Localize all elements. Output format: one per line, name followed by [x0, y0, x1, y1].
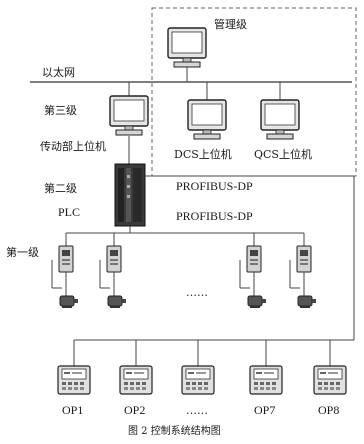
motor-icon	[59, 295, 79, 309]
drive-host-computer-icon	[109, 95, 149, 136]
op-label: OP2	[124, 403, 145, 417]
qcs-host-computer-icon	[260, 99, 300, 140]
motor-icon	[297, 295, 317, 309]
op-ellipsis: ……	[186, 404, 208, 417]
management-level-label: 管理级	[214, 17, 247, 31]
operator-panel-icon	[119, 365, 153, 395]
op-label: OP8	[318, 403, 339, 417]
drive-icon	[246, 245, 262, 273]
op-label: OP1	[62, 403, 83, 417]
level2-label: 第二级	[44, 181, 77, 195]
drive-icon	[106, 245, 122, 273]
drive-unit	[289, 233, 317, 309]
qcs-host-label: QCS上位机	[254, 147, 312, 161]
drive-ellipsis: ……	[186, 286, 208, 299]
profibus-label-2: PROFIBUS-DP	[176, 209, 253, 223]
drive-unit	[51, 233, 79, 309]
plc-label: PLC	[58, 205, 80, 219]
operator-panel-icon	[313, 365, 347, 395]
level3-label: 第三级	[44, 103, 77, 117]
plc-rack-icon	[114, 163, 146, 227]
drive-unit	[239, 233, 267, 309]
dcs-host-label: DCS上位机	[174, 147, 232, 161]
figure-caption: 图 2 控制系统结构图	[128, 424, 221, 437]
op-panel-3: ……	[181, 340, 215, 417]
operator-panel-icon	[57, 365, 91, 395]
dcs-host-computer-icon	[187, 99, 227, 140]
drive-icon	[296, 245, 312, 273]
op-panel: OP1	[57, 340, 91, 417]
op-label: OP7	[254, 403, 275, 417]
drive-unit	[99, 233, 127, 309]
motor-icon	[247, 295, 267, 309]
op-panel: OP8	[313, 340, 347, 417]
level1-label: 第一级	[6, 245, 39, 259]
profibus-label-1: PROFIBUS-DP	[176, 179, 253, 193]
op-panel: OP7	[249, 340, 283, 417]
management-computer-icon	[167, 27, 207, 68]
management-level-frame	[151, 7, 357, 177]
ethernet-label: 以太网	[42, 66, 75, 79]
operator-panel-icon	[181, 365, 215, 395]
motor-icon	[107, 295, 127, 309]
op-panel: OP2	[119, 340, 153, 417]
operator-panel-icon	[249, 365, 283, 395]
drive-icon	[58, 245, 74, 273]
drive-host-label: 传动部上位机	[40, 139, 106, 153]
